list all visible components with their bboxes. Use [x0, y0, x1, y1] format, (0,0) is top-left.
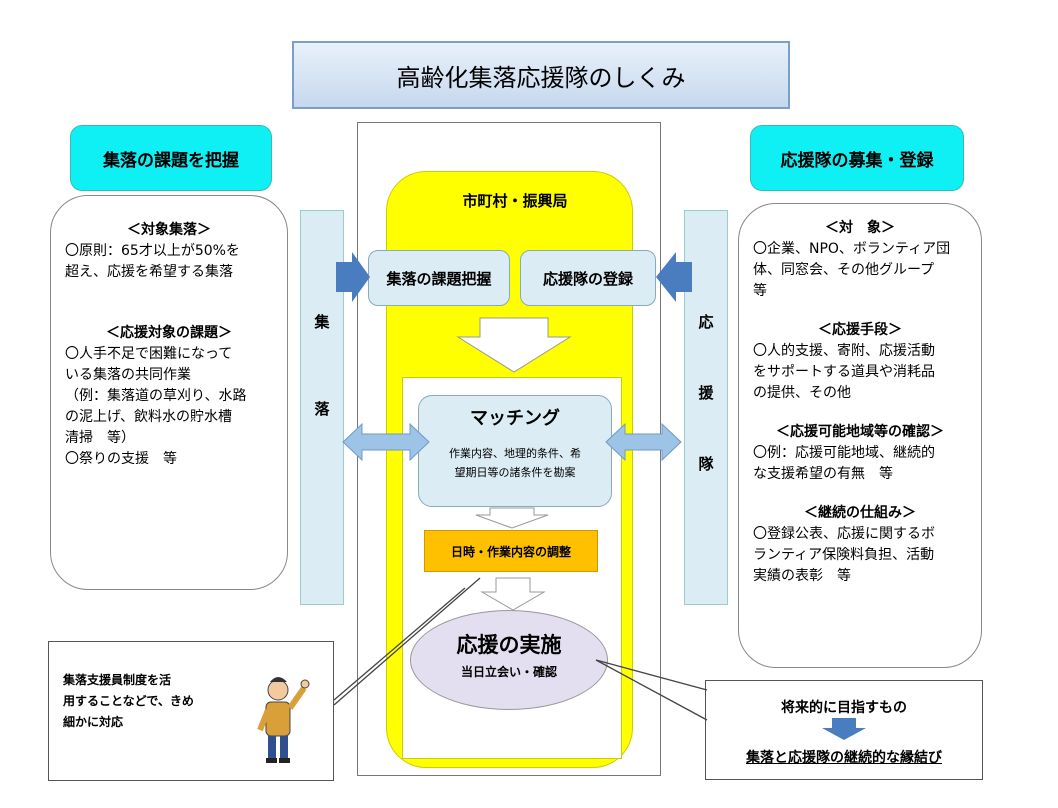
future-goal-result: 集落と応援隊の継続的な縁結び: [746, 750, 942, 766]
down-arrow-icon: [480, 577, 546, 611]
matching-title: マッチング: [470, 408, 560, 429]
left-panel-text: 〇祭りの支援 等: [65, 451, 177, 467]
left-panel-text: 清掃 等）: [65, 430, 135, 446]
left-header: 集落の課題を把握: [70, 125, 272, 191]
left-panel-text: いる集落の共同作業: [65, 367, 191, 383]
right-panel-text: 〇人的支援、寄附、応援活動: [753, 343, 935, 359]
support-team-bar-char: 隊: [698, 455, 714, 473]
arrow-left-icon: [656, 252, 692, 302]
arrow-right-icon: [336, 252, 370, 302]
double-arrow-icon: [605, 422, 682, 462]
callout-text: 細かに対応: [63, 715, 124, 729]
village-bar-char: 集: [314, 313, 330, 331]
right-panel-text: 体、同窓会、その他グループ: [753, 262, 935, 278]
municipality-label: 市町村・振興局: [462, 192, 568, 210]
double-arrow-icon: [342, 422, 430, 462]
pointer-line: [333, 587, 466, 701]
support-issues-heading: ＜応援対象の課題＞: [106, 325, 232, 341]
matching-desc: 望期日等の諸条件を勘案: [454, 466, 576, 479]
goal-arrow-icon: [822, 718, 866, 740]
support-means-heading: ＜応援手段＞: [818, 322, 902, 338]
right-panel: ＜対 象＞ 〇企業、NPO、ボランティア団 体、同窓会、その他グループ 等 ＜応…: [738, 203, 982, 668]
left-panel-text: の泥上げ、飲料水の貯水槽: [65, 409, 233, 425]
right-panel-text: 等: [753, 283, 767, 299]
support-team-bar: 応 援 隊: [684, 210, 728, 605]
callout-text: 用することなどで、きめ: [63, 694, 194, 708]
right-panel-text: 〇企業、NPO、ボランティア団: [753, 241, 951, 257]
left-panel-text: 〇人手不足で困難になって: [65, 346, 233, 362]
pointer-line: [333, 577, 481, 706]
right-header: 応援隊の募集・登録: [750, 125, 964, 191]
right-panel-text: の提供、その他: [753, 385, 851, 401]
target-heading: ＜対 象＞: [825, 220, 895, 236]
implementation-title: 応援の実施: [456, 633, 562, 657]
down-arrow-icon: [475, 507, 549, 529]
right-panel-text: をサポートする道具や消耗品: [753, 364, 935, 380]
grasp-issues-box: 集落の課題把握: [368, 250, 510, 306]
left-panel-text: 〇原則：65才以上が50%を: [65, 243, 240, 259]
right-panel-text: な支援希望の有無 等: [753, 466, 893, 482]
register-box: 応援隊の登録: [520, 250, 656, 306]
pointer-line: [595, 659, 708, 691]
right-panel-text: 〇登録公表、応援に関するボ: [753, 526, 935, 542]
pointer-line: [595, 659, 708, 721]
continuity-heading: ＜継続の仕組み＞: [804, 505, 916, 521]
left-panel-text: 超え、応援を希望する集落: [65, 264, 233, 280]
support-team-bar-char: 応: [698, 313, 714, 331]
matching-box: マッチング 作業内容、地理的条件、希 望期日等の諸条件を勘案: [418, 395, 612, 507]
implementation-sub: 当日立会い・確認: [460, 665, 557, 679]
adjust-box: 日時・作業内容の調整: [424, 530, 598, 572]
left-panel-text: （例：集落道の草刈り、水路: [65, 388, 247, 404]
callout-text: 集落支援員制度を活: [63, 673, 172, 687]
area-check-heading: ＜応援可能地域等の確認＞: [776, 424, 944, 440]
right-panel-text: ランティア保険料負担、活動: [753, 547, 935, 563]
left-panel: ＜対象集落＞ 〇原則：65才以上が50%を 超え、応援を希望する集落 ＜応援対象…: [50, 195, 288, 590]
right-panel-text: 実績の表彰 等: [753, 568, 851, 584]
support-team-bar-char: 援: [698, 384, 714, 402]
down-arrow-icon: [456, 317, 572, 373]
person-icon: [257, 677, 310, 763]
diagram-title: 高齢化集落応援隊のしくみ: [292, 41, 790, 109]
target-village-heading: ＜対象集落＞: [127, 222, 211, 238]
matching-desc: 作業内容、地理的条件、希: [449, 447, 581, 460]
village-bar-char: 落: [314, 400, 330, 418]
implementation-ellipse: 応援の実施 当日立会い・確認: [410, 610, 608, 710]
future-goal-label: 将来的に目指すもの: [781, 700, 907, 716]
right-panel-text: 〇例：応援可能地域、継続的: [753, 445, 935, 461]
